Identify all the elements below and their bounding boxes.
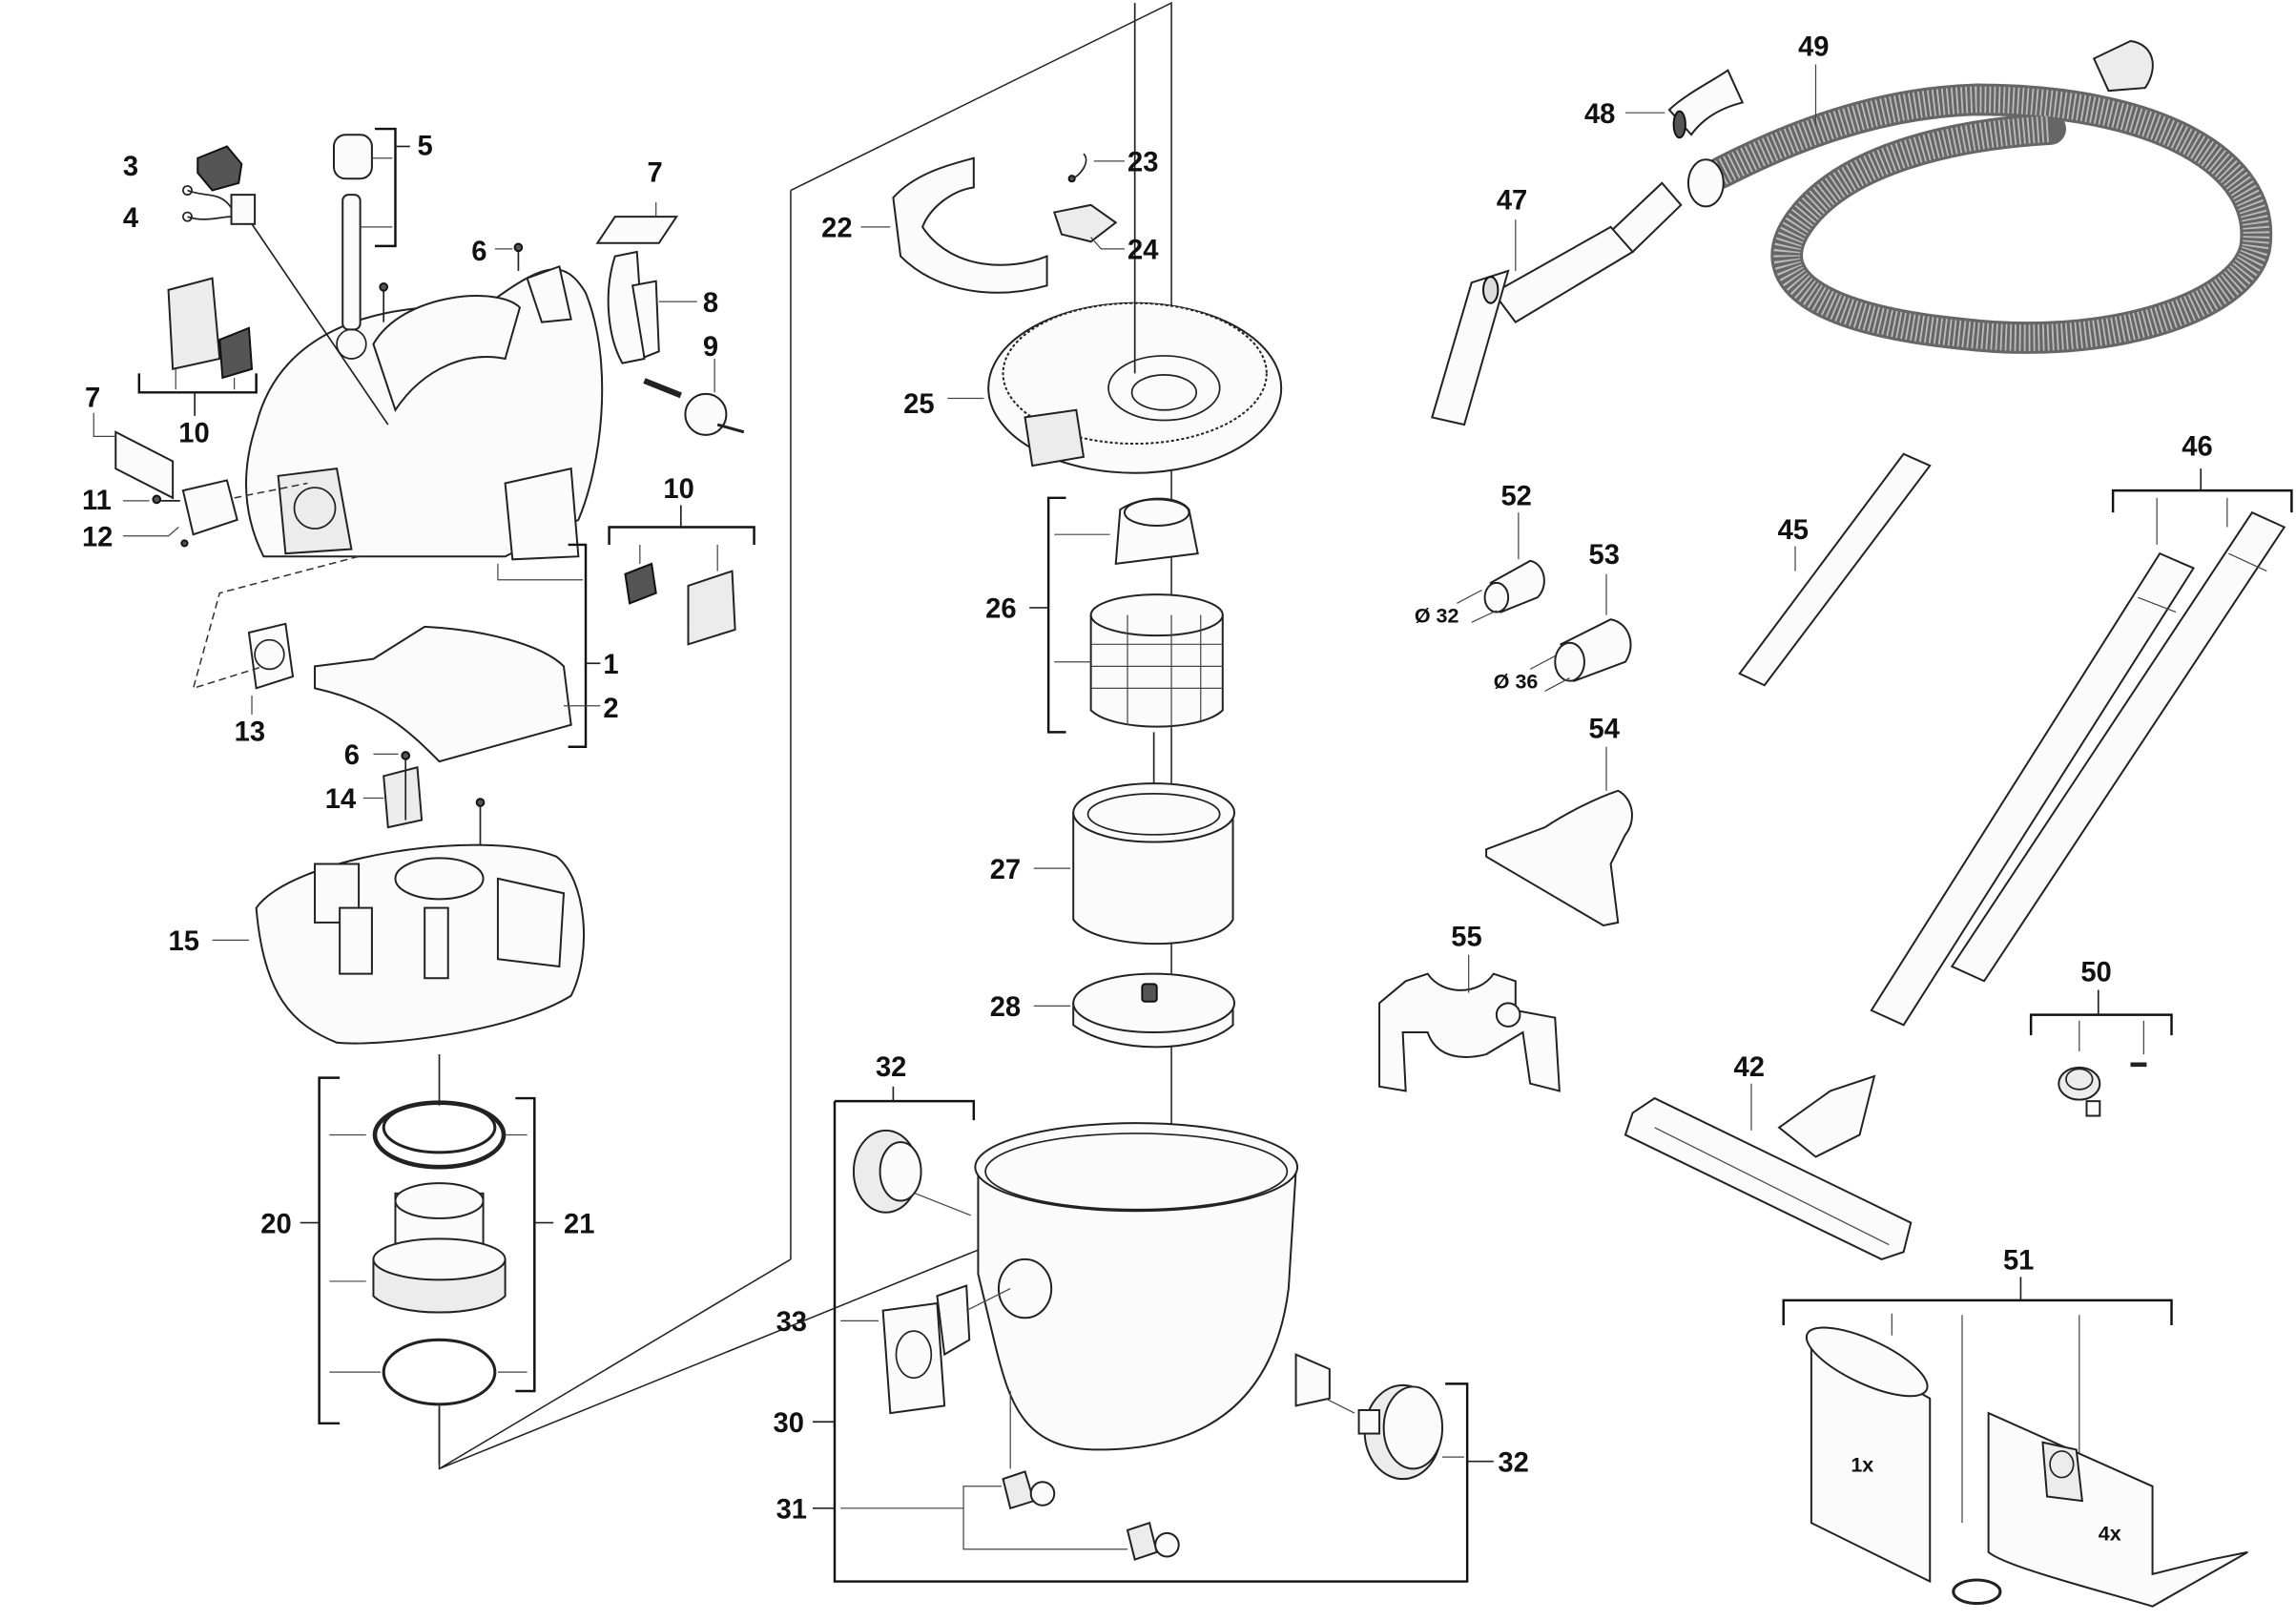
part-26-float-cage [1029, 496, 1224, 821]
part-25-head-lower-shell [947, 3, 1283, 474]
label-55: 55 [1451, 922, 1481, 952]
part-53-adapter-36 [1529, 573, 1632, 692]
label-9: 9 [703, 332, 718, 363]
label-22: 22 [821, 214, 852, 244]
label-47: 47 [1497, 185, 1527, 216]
part-15-motor-housing-base [212, 843, 586, 1045]
label-11: 11 [82, 486, 112, 516]
part-22-clamp-strip [860, 156, 1048, 294]
label-8: 8 [703, 288, 718, 319]
label-53: 53 [1589, 540, 1620, 571]
label-25: 25 [903, 389, 934, 420]
label-20: 20 [260, 1209, 291, 1239]
part-12-socket [122, 479, 308, 548]
label-12: 12 [82, 522, 113, 552]
part-20-21-motor [300, 1054, 554, 1465]
label-54: 54 [1589, 715, 1621, 745]
label-32a: 32 [876, 1052, 906, 1083]
label-30: 30 [774, 1408, 804, 1439]
label-7a: 7 [648, 157, 663, 188]
label-52: 52 [1500, 482, 1531, 512]
part-labels: 1 2 3 4 5 6 6 7 7 8 9 10 10 11 12 13 14 … [82, 31, 2213, 1545]
label-48: 48 [1584, 99, 1615, 130]
part-33-inlet-socket [840, 1284, 1011, 1415]
label-28: 28 [990, 992, 1021, 1023]
label-49: 49 [1798, 31, 1829, 62]
label-6b: 6 [344, 740, 360, 771]
label-50: 50 [2080, 957, 2111, 987]
label-27: 27 [990, 855, 1021, 885]
part-10-socket-cover-right [608, 505, 755, 646]
label-4: 4 [123, 203, 139, 234]
part-3-switch [197, 145, 243, 192]
label-26: 26 [985, 594, 1016, 625]
label-1: 1 [603, 650, 618, 680]
label-15: 15 [169, 926, 199, 957]
part-47-hand-tube [1431, 181, 1683, 426]
part-27-cartridge-filter [1033, 782, 1236, 946]
part-14-terminal-block [362, 751, 486, 879]
part-52-adapter-32 [1457, 512, 1545, 623]
part-46-extension-tubes [1870, 468, 2293, 1027]
label-3: 3 [123, 152, 138, 182]
label-10b: 10 [663, 474, 693, 505]
part-51-filter-bag-set [1782, 1277, 2248, 1608]
label-13: 13 [235, 717, 265, 748]
label-33: 33 [776, 1307, 807, 1338]
part-32-wheel-right [1324, 1383, 1465, 1481]
quantity-4x-annotation: 4x [2099, 1523, 2121, 1546]
label-32b: 32 [1498, 1447, 1528, 1478]
label-23: 23 [1127, 148, 1158, 178]
part-4-capacitor [182, 185, 257, 225]
part-24-latch [1052, 203, 1125, 250]
part-48-adapter [1624, 69, 1745, 139]
label-51: 51 [2003, 1246, 2034, 1277]
label-24: 24 [1127, 236, 1159, 266]
label-46: 46 [2182, 431, 2212, 462]
part-23-spring [1067, 153, 1125, 183]
label-14: 14 [325, 784, 357, 815]
part-54-upholstery-nozzle [1485, 746, 1633, 927]
bracket-1-2 [497, 543, 601, 748]
part-50-plug-set [2029, 989, 2173, 1117]
part-32-wheel-left [852, 1129, 971, 1216]
quantity-1x-annotation: 1x [1851, 1453, 1873, 1476]
diameter-36-annotation: Ø 36 [1494, 670, 1539, 693]
part-13-socket-frame [192, 555, 360, 715]
part-9-mains-plug [643, 359, 745, 436]
part-45-crevice-nozzle [1738, 452, 1932, 687]
label-42: 42 [1734, 1052, 1765, 1083]
label-7b: 7 [85, 384, 100, 414]
part-28-filter-end-cap [1033, 972, 1236, 1049]
part-49-suction-hose [1686, 39, 2273, 354]
label-45: 45 [1778, 515, 1809, 546]
part-8-cable-clip [607, 250, 697, 364]
part-31-casters [840, 1391, 1180, 1561]
label-2: 2 [603, 694, 618, 724]
part-55-accessory-holder [1378, 954, 1561, 1092]
label-10a: 10 [178, 419, 209, 449]
label-5: 5 [417, 132, 432, 162]
part-10-socket-cover-left [137, 277, 258, 416]
label-6a: 6 [471, 237, 486, 267]
part-30-container [812, 1086, 1494, 1583]
label-21: 21 [564, 1209, 594, 1239]
part-2-cover-plate [314, 625, 572, 763]
part-7-label-left [93, 412, 175, 500]
part-5-float-valve [332, 127, 410, 331]
diameter-32-annotation: Ø 32 [1415, 604, 1459, 627]
upper-housing [244, 218, 604, 561]
label-31: 31 [776, 1495, 807, 1526]
part-6-screw-top [379, 242, 524, 322]
part-7-label-right [595, 201, 679, 244]
part-42-floor-nozzle [1624, 1074, 1913, 1260]
